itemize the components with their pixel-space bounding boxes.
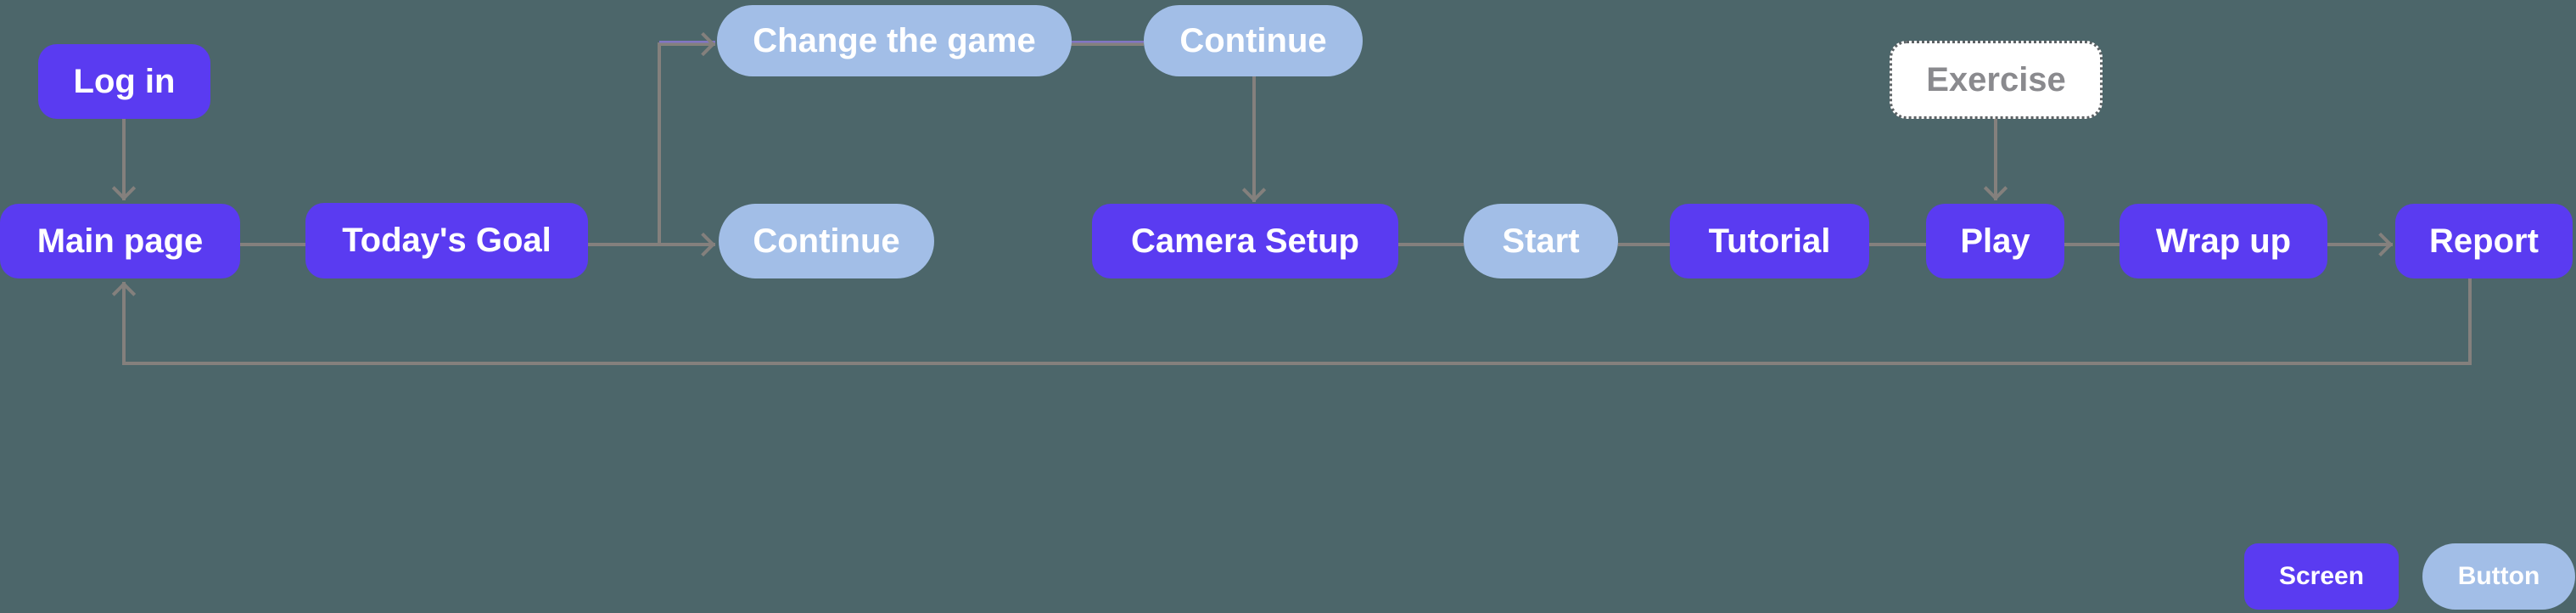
node-label: Continue xyxy=(753,222,900,260)
arrowhead-right-icon xyxy=(2368,232,2394,257)
node-report[interactable]: Report xyxy=(2395,204,2573,278)
arrowhead-down-icon xyxy=(111,176,137,201)
connector-exercise-play xyxy=(1994,119,1997,200)
node-label: Today's Goal xyxy=(342,222,552,259)
connector-camerasetup-start xyxy=(1398,243,1464,246)
node-label: Change the game xyxy=(753,21,1036,59)
legend-button: Button xyxy=(2422,543,2575,610)
node-main-page[interactable]: Main page xyxy=(0,204,240,278)
node-continue-mid[interactable]: Continue xyxy=(719,204,934,278)
node-label: Tutorial xyxy=(1708,222,1831,260)
node-label: Camera Setup xyxy=(1131,222,1359,260)
arrowhead-down-icon xyxy=(1241,177,1267,203)
connector-report-feedback-horizontal xyxy=(122,362,2472,365)
arrowhead-right-icon xyxy=(691,31,716,57)
node-label: Report xyxy=(2429,222,2539,260)
connector-tutorial-play xyxy=(1869,243,1926,246)
node-play[interactable]: Play xyxy=(1926,204,2064,278)
node-label: Main page xyxy=(36,222,204,260)
legend-screen: Screen xyxy=(2244,543,2399,610)
node-label: Exercise xyxy=(1926,60,2066,98)
node-label: Log in xyxy=(73,62,176,100)
connector-riser-vertical xyxy=(658,42,661,246)
node-change-the-game[interactable]: Change the game xyxy=(717,5,1072,76)
legend-screen-label: Screen xyxy=(2278,562,2365,590)
node-continue-top[interactable]: Continue xyxy=(1144,5,1363,76)
node-label: Continue xyxy=(1179,21,1327,59)
node-label: Start xyxy=(1502,222,1580,260)
connector-continue-camerasetup xyxy=(1252,76,1256,202)
node-tutorial[interactable]: Tutorial xyxy=(1670,204,1869,278)
connector-play-wrapup xyxy=(2064,243,2120,246)
node-label: Wrap up xyxy=(2155,222,2292,260)
node-log-in[interactable]: Log in xyxy=(38,44,210,119)
connector-todaysgoal-continue xyxy=(588,243,715,246)
arrowhead-right-icon xyxy=(691,232,716,257)
connector-login-mainpage xyxy=(122,119,126,200)
node-start[interactable]: Start xyxy=(1464,204,1618,278)
node-wrap-up[interactable]: Wrap up xyxy=(2120,204,2327,278)
node-camera-setup[interactable]: Camera Setup xyxy=(1092,204,1398,278)
arrowhead-down-icon xyxy=(1983,176,2008,201)
connector-riser-changethegame xyxy=(659,41,715,46)
connector-changethegame-continue xyxy=(1071,41,1144,46)
node-todays-goal[interactable]: Today's Goal xyxy=(305,203,588,278)
connector-report-feedback-down xyxy=(2468,278,2472,365)
legend-button-label: Button xyxy=(2457,562,2540,590)
node-exercise[interactable]: Exercise xyxy=(1890,41,2103,119)
node-label: Play xyxy=(1960,222,2030,260)
arrowhead-up-icon xyxy=(111,281,137,306)
connector-report-feedback-up xyxy=(122,282,126,365)
connector-wrapup-report xyxy=(2327,243,2393,246)
connector-start-tutorial xyxy=(1618,243,1670,246)
connector-mainpage-todaysgoal xyxy=(240,243,305,246)
